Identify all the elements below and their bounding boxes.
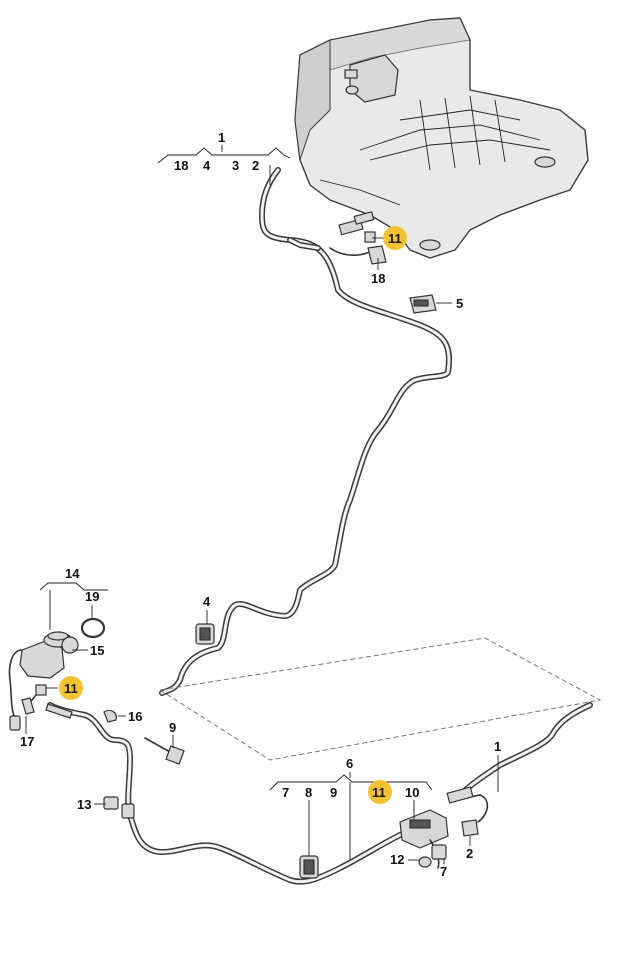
right-hose [457, 702, 593, 798]
callout-5: 5 [456, 296, 463, 311]
callout-7-group: 7 [282, 785, 289, 800]
callout-6: 6 [346, 756, 353, 771]
left-fittings [35, 684, 73, 719]
callout-7-right: 7 [440, 864, 447, 879]
tank-connector-assembly [329, 211, 387, 265]
part-19-o-ring [80, 617, 106, 639]
callout-17: 17 [20, 734, 34, 749]
callout-group-14 [25, 582, 126, 734]
callout-10-group: 10 [405, 785, 419, 800]
highlight-11-group [368, 780, 392, 804]
callout-1-right: 1 [494, 739, 501, 754]
callout-11-left: 11 [64, 681, 78, 696]
part-5-connector [409, 294, 437, 314]
callout-16: 16 [128, 709, 142, 724]
top-callout-group [157, 145, 291, 185]
highlight-11-left [59, 676, 83, 700]
callout-18-top-group: 18 [174, 158, 188, 173]
callout-8-group: 8 [305, 785, 312, 800]
part-4-clip [195, 623, 215, 645]
callout-9-mid: 9 [169, 720, 176, 735]
callout-2-right: 2 [466, 846, 473, 861]
callout-12: 12 [390, 852, 404, 867]
callout-2-top-group: 2 [252, 158, 259, 173]
callout-9-group: 9 [330, 785, 337, 800]
highlight-11-top [383, 226, 407, 250]
dashed-outline [158, 637, 602, 761]
callout-19: 19 [85, 589, 99, 604]
callout-13: 13 [77, 797, 91, 812]
callout-11-top: 11 [388, 231, 402, 246]
callout-1-top: 1 [218, 130, 225, 145]
callout-14: 14 [65, 566, 80, 581]
callout-18-right: 18 [371, 271, 385, 286]
fuel-vent-hose [159, 167, 452, 696]
fuel-tank [294, 17, 589, 259]
part-16-clamp [103, 709, 117, 723]
part-8-clip [299, 855, 319, 879]
part-10-valve-unit [399, 786, 489, 869]
callout-4-mid: 4 [203, 594, 211, 609]
lower-hose-network [47, 702, 433, 885]
part-14-valve [8, 631, 79, 731]
callout-15: 15 [90, 643, 104, 658]
callout-4-top-group: 4 [203, 158, 211, 173]
part-9-sensor [144, 737, 185, 765]
callout-11-group: 11 [372, 785, 386, 800]
callout-group-6 [269, 772, 433, 860]
callout-3-top-group: 3 [232, 158, 239, 173]
part-13-clip [103, 796, 135, 819]
